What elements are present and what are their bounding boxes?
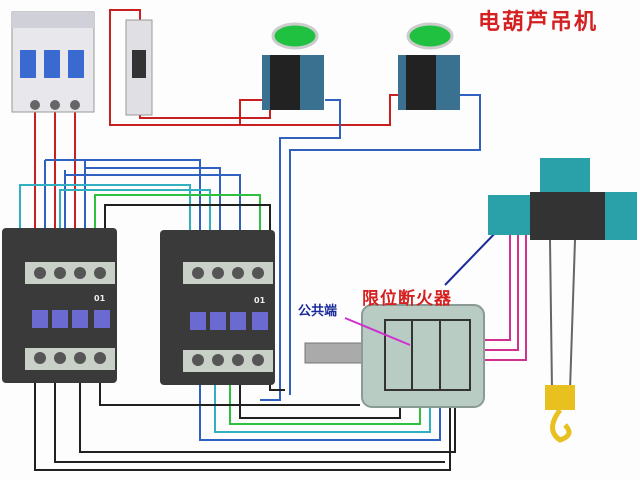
contactor-icon bbox=[160, 230, 275, 385]
push-button-icon bbox=[262, 22, 324, 110]
limit-switch-icon bbox=[304, 304, 485, 408]
wire-red bbox=[240, 94, 400, 126]
wire-black bbox=[104, 204, 285, 391]
contactor-icon bbox=[2, 228, 117, 383]
wire-magenta bbox=[480, 230, 511, 341]
circuit-breaker-3p-icon bbox=[11, 11, 95, 113]
wire-blue bbox=[85, 167, 221, 240]
wire-magenta bbox=[480, 230, 527, 361]
common-pointer-arrow bbox=[344, 317, 411, 346]
hook-icon bbox=[545, 385, 575, 443]
wire-cyan bbox=[19, 184, 191, 240]
wire-red bbox=[109, 9, 141, 30]
wire-blue bbox=[289, 94, 481, 395]
diagram-title: 电葫芦吊机 bbox=[478, 10, 599, 35]
wire-red bbox=[139, 100, 271, 119]
wire-black bbox=[99, 380, 360, 406]
wire-blue bbox=[65, 174, 241, 240]
contactor-code: 01 bbox=[254, 296, 266, 305]
wire-magenta bbox=[480, 230, 519, 351]
wire-black bbox=[54, 380, 445, 463]
wire-black bbox=[239, 380, 401, 419]
circuit-breaker-1p-icon bbox=[125, 19, 153, 116]
wires bbox=[19, 9, 527, 471]
wire-blue bbox=[45, 159, 201, 240]
push-button-icon bbox=[398, 22, 460, 110]
wire-green bbox=[94, 194, 261, 240]
contactor-code: 01 bbox=[94, 294, 106, 303]
electric-hoist-icon bbox=[488, 158, 637, 391]
wire-black bbox=[34, 380, 451, 471]
wire-green bbox=[229, 380, 421, 425]
hoist-pointer-arrow bbox=[444, 227, 501, 286]
wire-black bbox=[79, 380, 456, 453]
wire-blue bbox=[260, 99, 341, 401]
common-terminal-label: 公共端 bbox=[298, 304, 338, 319]
wire-blue bbox=[199, 380, 441, 441]
limit-switch-label: 限位断火器 bbox=[362, 289, 452, 309]
